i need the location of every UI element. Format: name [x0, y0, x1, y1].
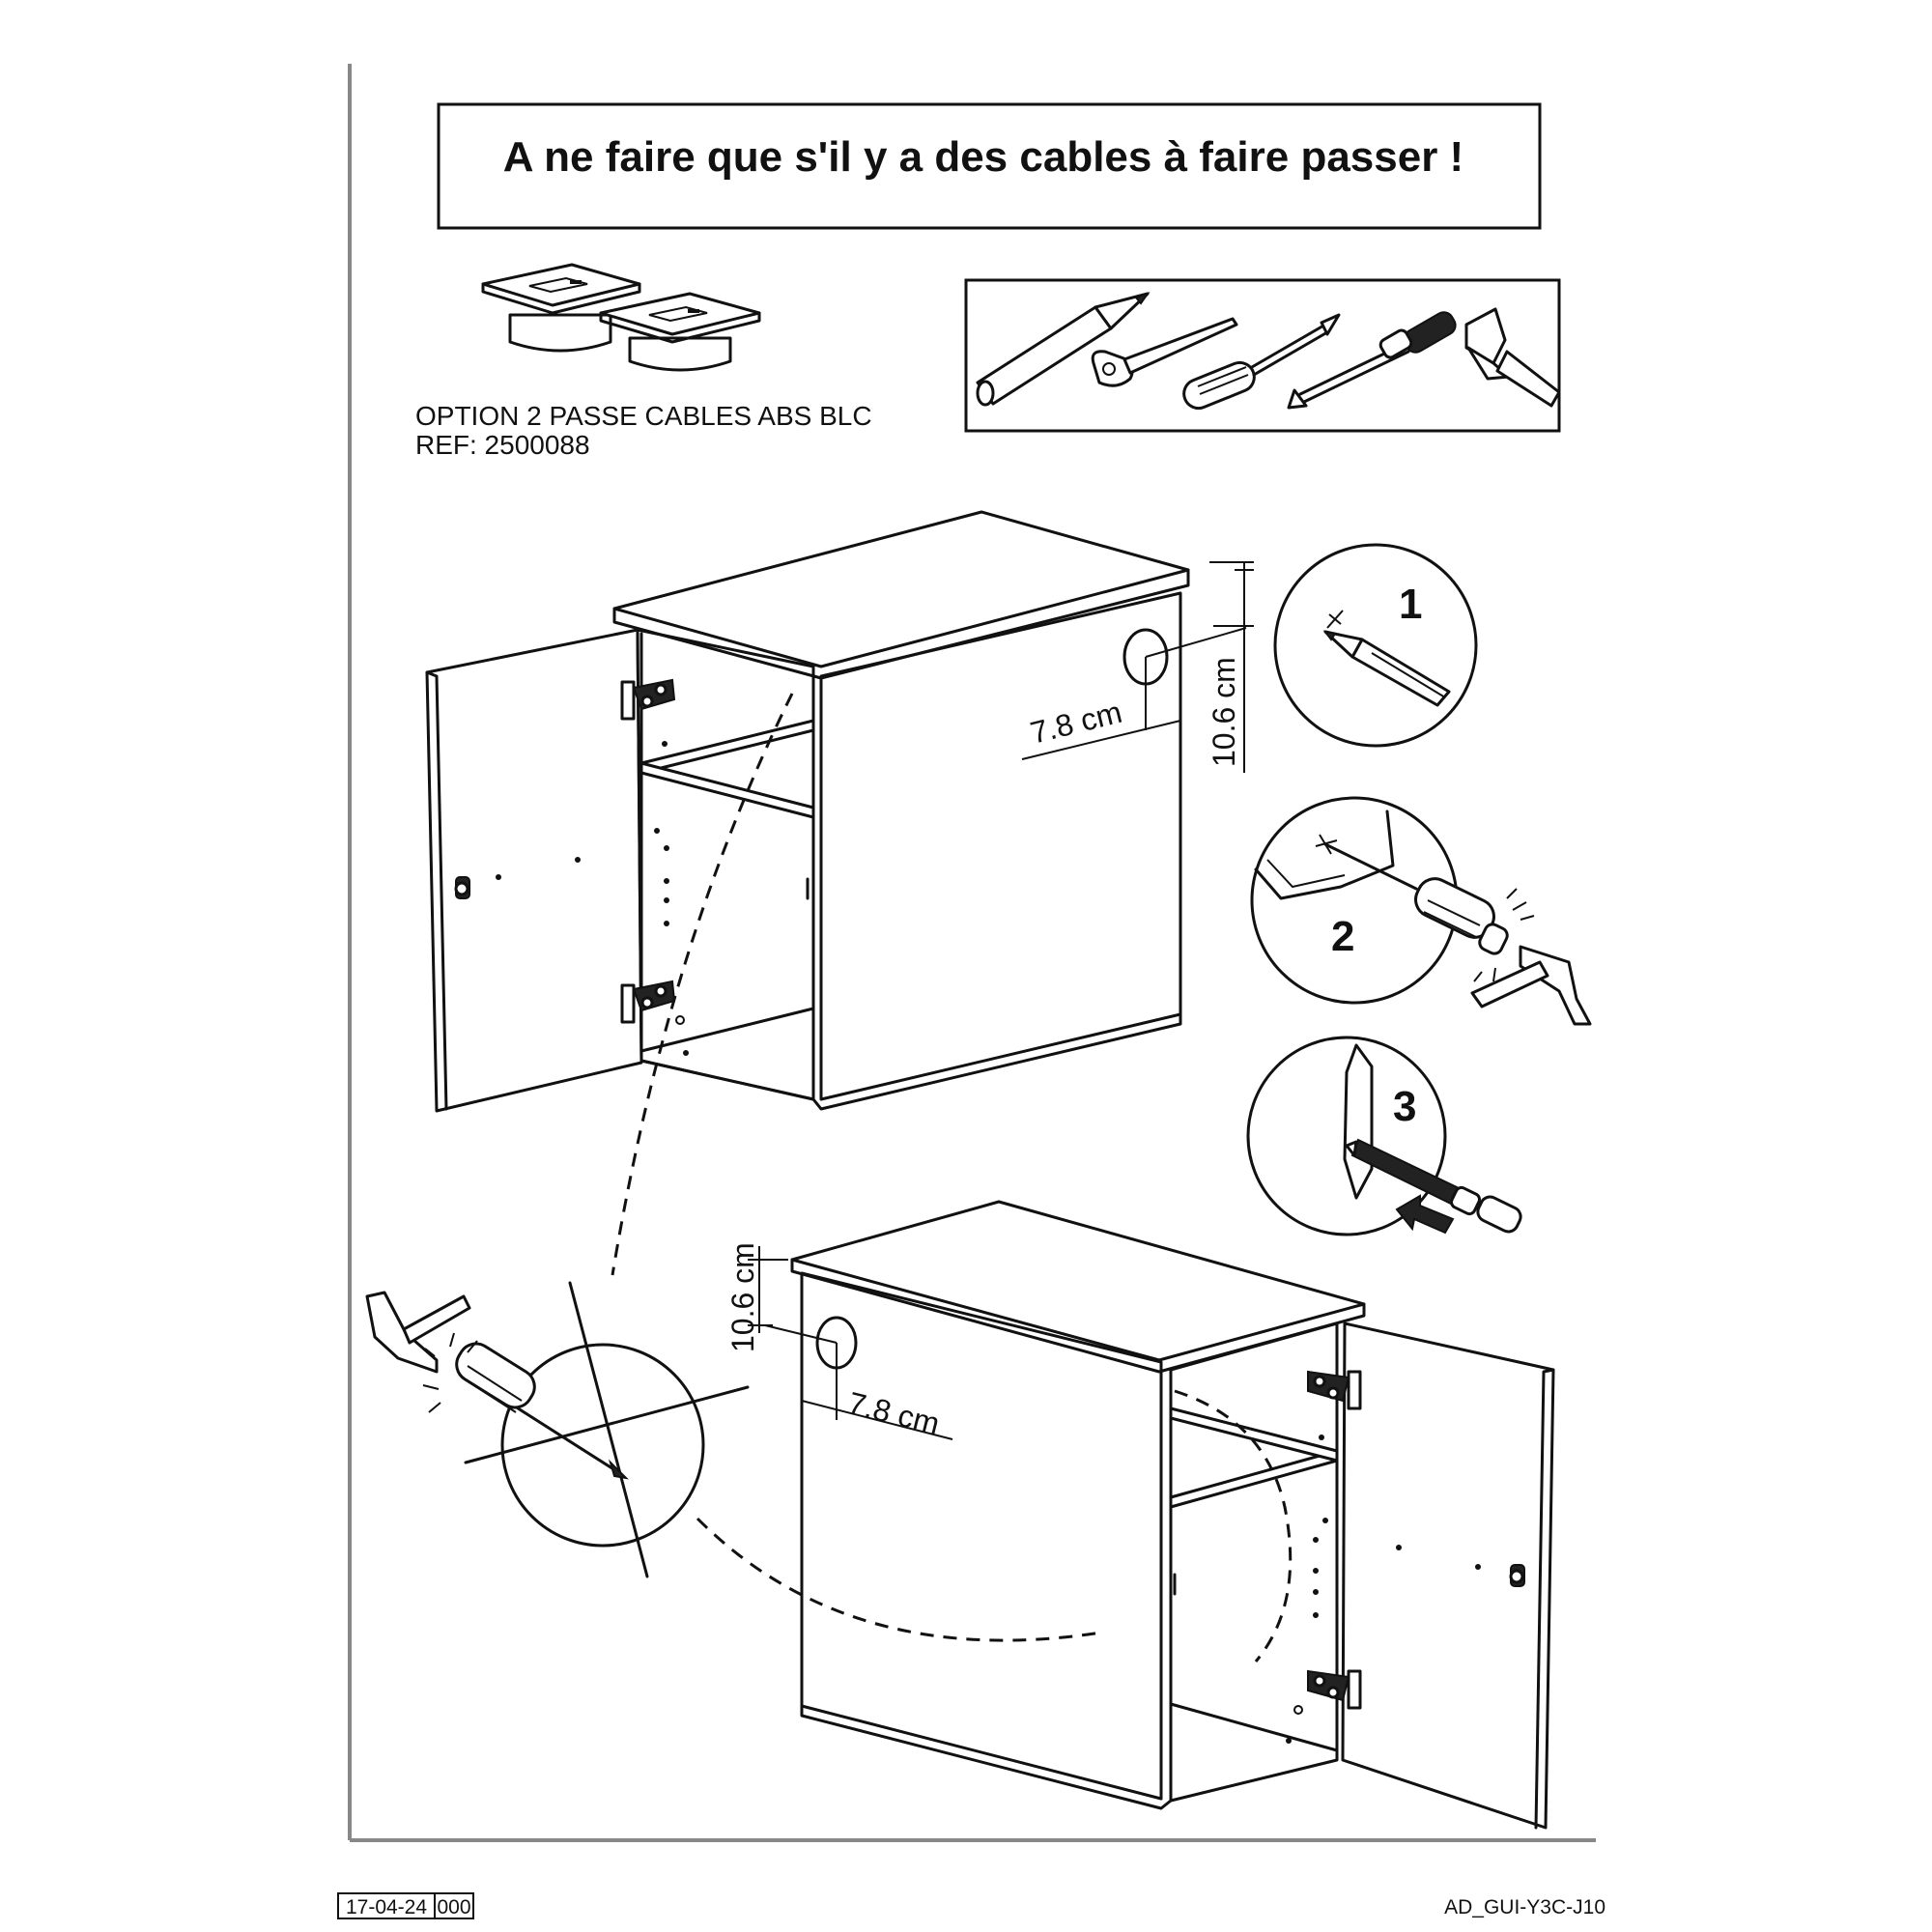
upper-leader-dashed — [611, 693, 794, 1276]
lower-vertical-dim: 10.6 cm — [725, 1242, 760, 1352]
step-1-number: 1 — [1399, 581, 1422, 628]
hammer-icon — [1464, 307, 1561, 408]
upper-door-knob — [454, 876, 470, 899]
upper-cabinet: 7.8 cm 10.6 cm — [425, 510, 1254, 1113]
upper-hinge-top — [620, 678, 676, 721]
step-3-cutter-icon — [1345, 1138, 1522, 1234]
upper-hinge-bottom — [620, 980, 676, 1024]
step-3-detail: 3 — [1246, 1036, 1522, 1236]
crosshair-line-vertical — [568, 1281, 649, 1578]
crosshair-line-horizontal — [464, 1385, 750, 1464]
lower-cabinet-door — [1341, 1321, 1555, 1830]
lower-cabinet: 7.8 cm 10.6 cm — [725, 1200, 1555, 1830]
option-line-1: OPTION 2 PASSE CABLES ABS BLC — [415, 401, 872, 431]
awl-icon — [1287, 311, 1457, 410]
grommet-right — [599, 292, 761, 372]
marking-awl-icon — [455, 1342, 629, 1480]
marking-hammer-icon — [365, 1291, 471, 1374]
marking-zoom-detail — [365, 1281, 750, 1578]
step-3-number: 3 — [1393, 1083, 1416, 1130]
step-2-hammer-icon — [1470, 945, 1592, 1026]
option-line-2: REF: 2500088 — [415, 430, 590, 460]
lower-leader-dashed — [696, 1517, 1102, 1642]
warning-text: A ne faire que s'il y a des cables à fai… — [503, 133, 1463, 181]
footer-reference: AD_GUI-Y3C-J10 — [1444, 1896, 1605, 1918]
footer-code: 000 — [437, 1896, 470, 1918]
lower-horizontal-dim-line — [801, 1400, 953, 1440]
cable-grommets-illustration — [481, 263, 761, 372]
step-2-awl-icon — [1315, 834, 1509, 955]
lower-hinge-bottom — [1307, 1669, 1362, 1710]
upper-horizontal-dim-line — [1021, 720, 1181, 760]
warning-banner: A ne faire que s'il y a des cables à fai… — [437, 102, 1542, 230]
lower-door-knob — [1509, 1564, 1525, 1587]
tools-panel — [964, 278, 1561, 433]
step-3-push-arrow-icon — [1395, 1194, 1455, 1235]
pencil-icon — [976, 292, 1151, 407]
step-2-number: 2 — [1331, 913, 1354, 960]
step-2-detail: 2 — [1250, 796, 1592, 1026]
screwdriver-icon — [1182, 313, 1341, 411]
footer-date: 17-04-24 — [346, 1896, 427, 1918]
grommet-left — [481, 263, 641, 353]
step-1-pencil-icon — [1322, 630, 1451, 707]
footer: 17-04-24 000 AD_GUI-Y3C-J10 — [337, 1892, 1605, 1919]
step-1-detail: 1 — [1273, 543, 1478, 748]
lower-hinge-top — [1307, 1370, 1362, 1410]
upper-vertical-dim: 10.6 cm — [1207, 657, 1241, 767]
tape-measure-icon — [1091, 317, 1238, 387]
upper-cabinet-door — [425, 628, 643, 1113]
